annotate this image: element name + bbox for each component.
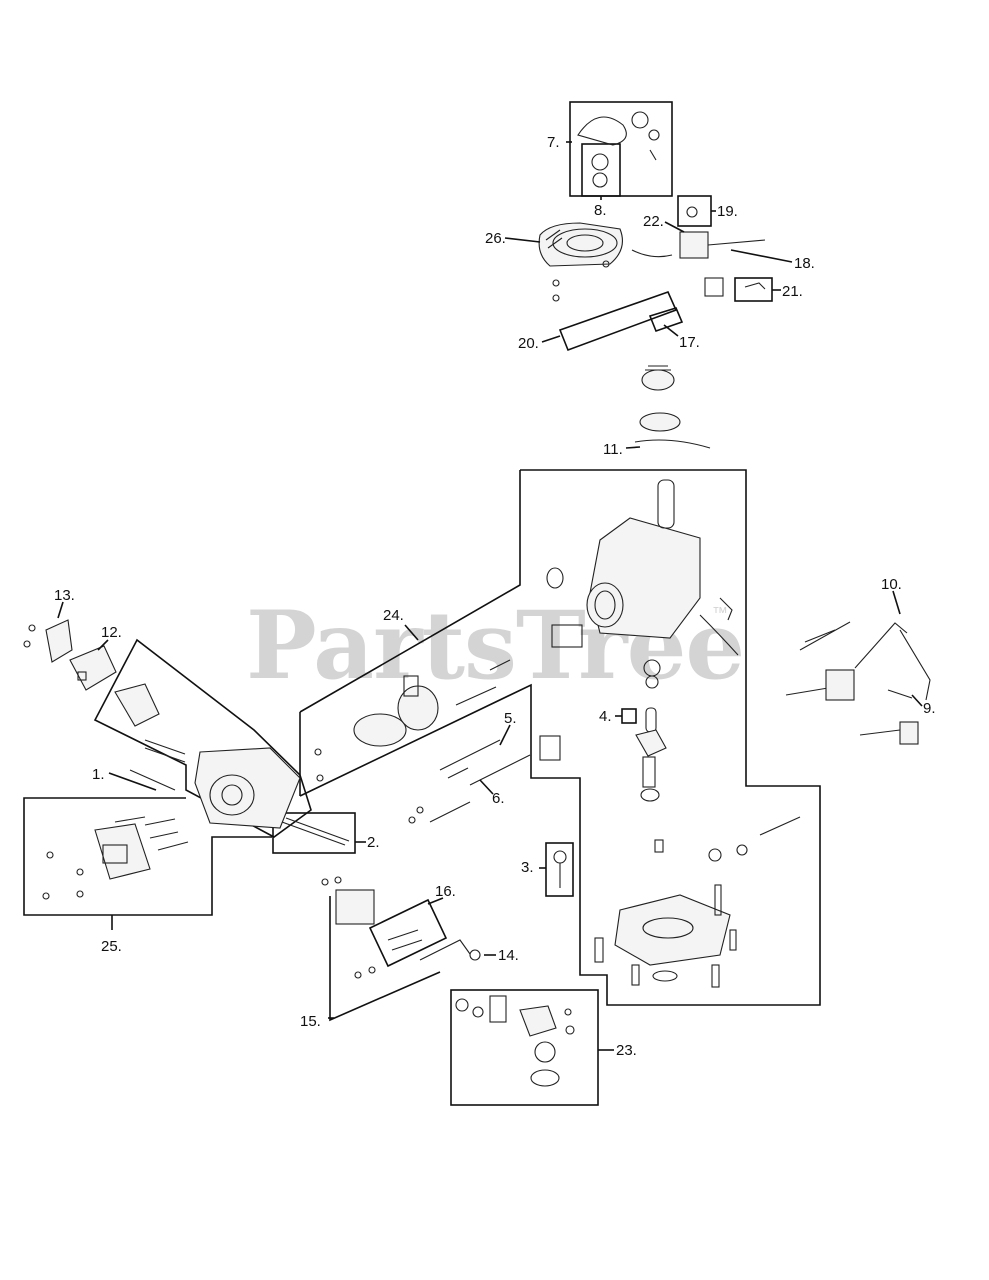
crankcase-cover — [594, 816, 801, 988]
callout-3: 3. — [521, 859, 534, 876]
piston-assembly — [314, 659, 511, 782]
group-box-3 — [545, 842, 574, 897]
callout-24: 24. — [383, 607, 404, 624]
callout-7: 7. — [547, 134, 560, 151]
callout-15: 15. — [300, 1013, 321, 1030]
valve-cover — [42, 816, 189, 900]
callout-8: 8. — [594, 202, 607, 219]
group-box-17 — [648, 307, 684, 333]
valve-cover-group-outline — [23, 797, 272, 916]
callout-9: 9. — [923, 700, 936, 717]
callout-11: 11. — [603, 441, 623, 458]
recoil-starter-housing — [538, 222, 623, 302]
callout-20: 20. — [518, 335, 539, 352]
carburetor — [455, 995, 575, 1087]
callout-18: 18. — [794, 255, 815, 272]
callout-2: 2. — [367, 834, 380, 851]
callout-22: 22. — [643, 213, 664, 230]
push-rods — [281, 817, 350, 846]
group-box-21 — [734, 277, 773, 302]
group-box-2 — [272, 812, 356, 854]
group-box-19 — [677, 195, 712, 227]
cylinder-block — [546, 479, 739, 689]
crankshaft — [635, 707, 667, 802]
callout-5: 5. — [504, 710, 517, 727]
carb-mount-group-outline — [329, 896, 441, 1022]
callout-23: 23. — [616, 1042, 637, 1059]
cylinder-head — [129, 739, 301, 829]
group-box-16 — [368, 898, 448, 968]
group-box-4 — [621, 708, 637, 724]
fuel-cap-assembly — [577, 111, 660, 188]
callout-4: 4. — [599, 708, 612, 725]
group-box-23 — [450, 989, 599, 1106]
carburetor-mount — [321, 876, 481, 979]
callout-17: 17. — [679, 334, 700, 351]
air-filter-cover — [23, 619, 160, 727]
callout-21: 21. — [782, 283, 803, 300]
dipstick — [553, 850, 567, 888]
governor-linkage — [631, 206, 766, 297]
crankcase-group-outline — [299, 469, 821, 1006]
throttle-control-linkage — [785, 621, 931, 745]
callout-19: 19. — [717, 203, 738, 220]
callout-1: 1. — [92, 766, 105, 783]
callout-13: 13. — [54, 587, 75, 604]
callout-10: 10. — [881, 576, 902, 593]
watermark-trademark: ™ — [712, 605, 728, 622]
air-filter-group-outline — [93, 638, 312, 838]
bracket-20 — [558, 291, 678, 352]
flywheel — [634, 365, 711, 449]
group-box-7 — [569, 101, 673, 197]
callout-25: 25. — [101, 938, 122, 955]
piston-group-outline — [299, 470, 521, 713]
callout-12: 12. — [101, 624, 122, 641]
callout-14: 14. — [498, 947, 519, 964]
callout-6: 6. — [492, 790, 505, 807]
callout-16: 16. — [435, 883, 456, 900]
leader-lines — [57, 141, 923, 1051]
callout-26: 26. — [485, 230, 506, 247]
valve-train — [408, 735, 561, 824]
